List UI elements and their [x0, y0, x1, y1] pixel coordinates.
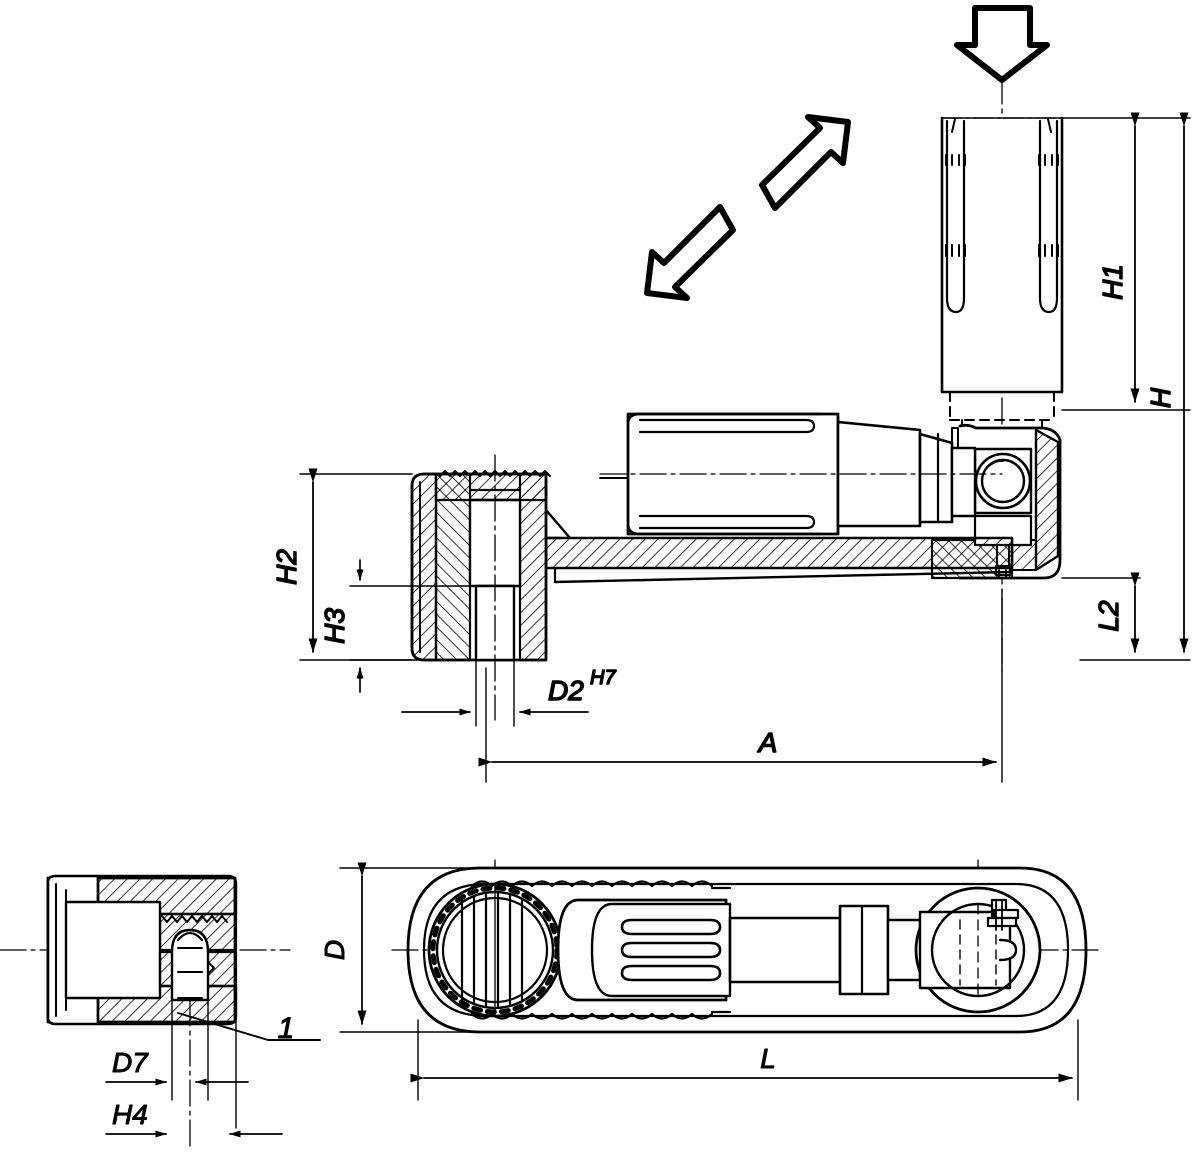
hub-section	[410, 454, 572, 721]
dimension-label-L2: L2	[1093, 600, 1124, 632]
dimension-label-H3: H3	[319, 608, 350, 644]
dimension-label-D2: D2	[548, 675, 584, 706]
dimension-label-H4: H4	[112, 1099, 148, 1130]
dimension-label-A: A	[757, 727, 778, 758]
dimension-label-D: D	[319, 940, 350, 960]
folded-grip-assembly	[599, 412, 1003, 536]
arrow-down-left-icon	[644, 204, 736, 301]
upright-grip-body	[940, 116, 1064, 394]
dimension-label-H2: H2	[271, 549, 302, 585]
view-side-section: 1 D7 H4	[0, 874, 321, 1147]
callout-leader-1	[177, 1012, 321, 1041]
view-front-elevation	[930, 77, 1064, 673]
dimension-label-L: L	[760, 1043, 776, 1074]
dimension-label-H1: H1	[1097, 264, 1128, 300]
dimension-label-D7: D7	[112, 1047, 149, 1078]
view-plan: D L	[319, 859, 1101, 1101]
arrow-up-right-icon	[759, 114, 851, 211]
dimension-label-D2-tolerance: H7	[590, 667, 616, 689]
dimension-group-front: H1 H L2 H2 H3 D2 H7 A	[270, 112, 1191, 783]
crank-arm	[544, 536, 1014, 584]
arrow-down-press-icon	[954, 5, 1050, 83]
callout-label-1: 1	[278, 1012, 295, 1045]
dimension-label-H: H	[1145, 387, 1176, 408]
